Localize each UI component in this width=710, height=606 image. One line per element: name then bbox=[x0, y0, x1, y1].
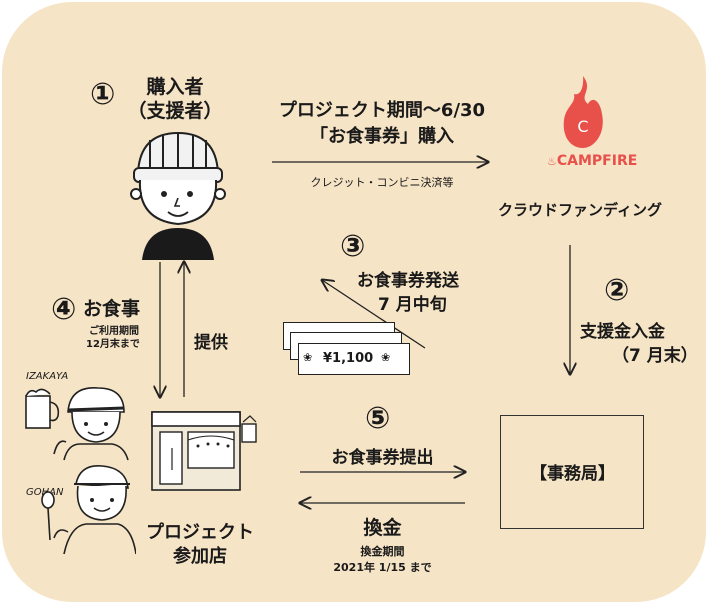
izakaya-label: IZAKAYA bbox=[26, 371, 69, 382]
meal-title: お食事 bbox=[83, 298, 141, 320]
izakaya-illustration bbox=[25, 387, 129, 461]
campfire-logo-text: ♨CAMPFIRE bbox=[547, 153, 637, 169]
arrow-ticket-send bbox=[322, 280, 426, 349]
gohan-illustration bbox=[41, 465, 136, 555]
buyer-title: 購入者 bbox=[146, 76, 204, 98]
payment-methods: クレジット・コンビニ決済等 bbox=[310, 176, 454, 189]
funds-timing: （7 月末） bbox=[612, 346, 698, 366]
ticket-shipping: お食事券発送 bbox=[357, 271, 459, 291]
campfire-wordmark: CAMPFIRE bbox=[556, 153, 638, 169]
exchange-period-label: 換金期間 bbox=[360, 545, 405, 558]
ticket-flower-icon: ❀ bbox=[303, 351, 313, 364]
step5-number: ⑤ bbox=[365, 401, 391, 436]
usage-period-date: 12月末まで bbox=[86, 339, 140, 350]
flame-letter: C bbox=[577, 117, 588, 136]
buyer-illustration bbox=[130, 131, 226, 260]
purchase-item: 「お食事券」購入 bbox=[310, 126, 454, 147]
ticket-value: ¥1,100 bbox=[323, 351, 374, 366]
exchange-deadline: 2021年 1/15 まで bbox=[333, 561, 432, 574]
stores-caption-line2: 参加店 bbox=[173, 546, 227, 567]
office-box bbox=[500, 415, 644, 529]
storefront-illustration bbox=[151, 411, 257, 491]
ticket-flower-icon: ❀ bbox=[381, 351, 391, 364]
office-label: 【事務局】 bbox=[530, 464, 615, 484]
purchase-period: プロジェクト期間〜6/30 bbox=[278, 100, 486, 121]
stores-caption-line1: プロジェクト bbox=[146, 522, 254, 543]
crowdfunding-caption: クラウドファンディング bbox=[498, 201, 662, 219]
small-flame-icon: ♨ bbox=[547, 155, 557, 168]
flame-icon: C bbox=[563, 76, 603, 148]
step2-number: ② bbox=[604, 273, 630, 308]
shipping-timing: 7 月中旬 bbox=[378, 295, 447, 315]
step4-number: ④ bbox=[51, 292, 77, 327]
buyer-subtitle: （支援者） bbox=[127, 100, 223, 122]
step1-number: ① bbox=[90, 77, 116, 112]
funds-transfer: 支援金入金 bbox=[580, 322, 665, 342]
ticket-front: ❀ ¥1,100 ❀ bbox=[298, 343, 410, 375]
step3-number: ③ bbox=[340, 229, 366, 264]
ticket-submission: お食事券提出 bbox=[331, 448, 434, 468]
provide-label: 提供 bbox=[194, 333, 228, 353]
usage-period-label: ご利用期間 bbox=[89, 326, 139, 337]
exchange-title: 換金 bbox=[363, 517, 402, 539]
